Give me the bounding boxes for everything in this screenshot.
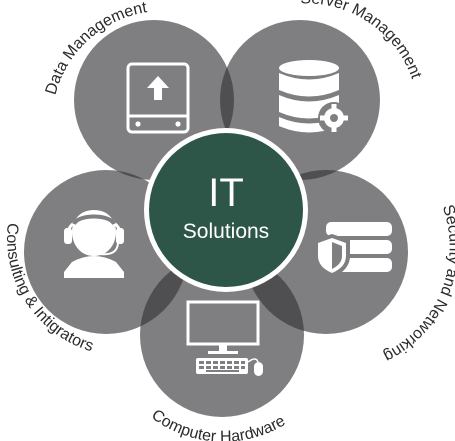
headset-person-icon — [64, 210, 124, 278]
center-hub: IT Solutions — [144, 128, 308, 292]
shield-server-icon — [314, 222, 392, 278]
center-subtitle: Solutions — [183, 220, 269, 243]
upload-drive-icon — [126, 62, 190, 134]
desktop-computer-icon — [186, 300, 263, 376]
center-title: IT — [208, 171, 244, 215]
database-gear-icon — [279, 60, 350, 134]
center-circle — [149, 133, 303, 287]
